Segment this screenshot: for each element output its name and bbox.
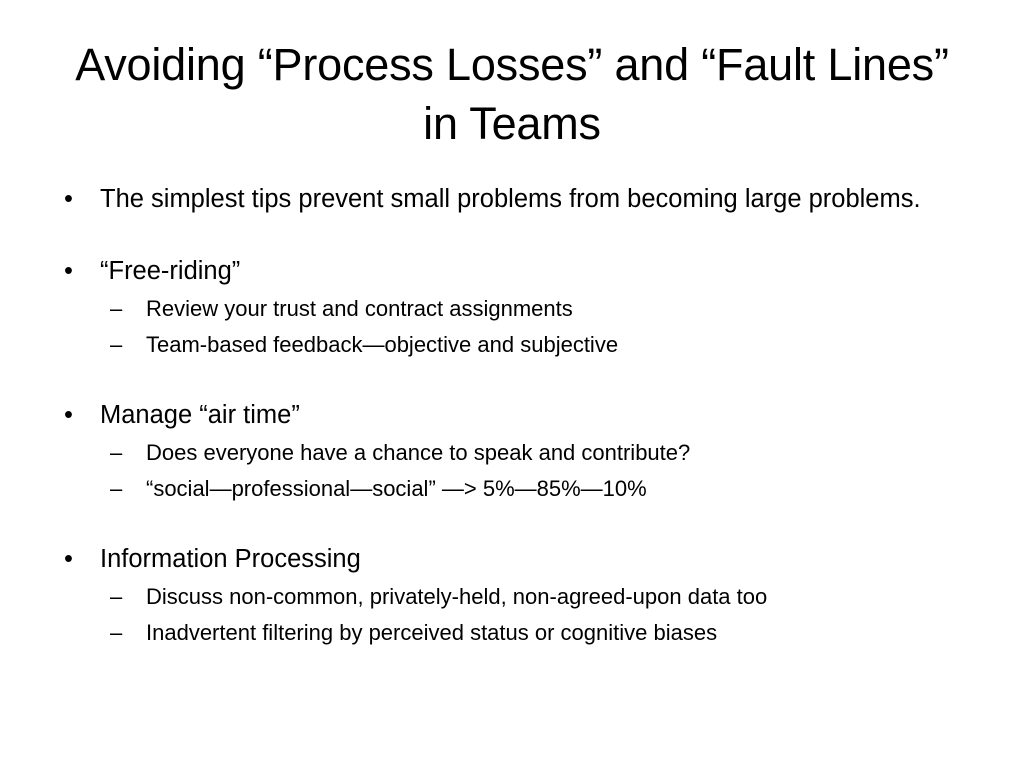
bullet-item: • Manage “air time” <box>58 398 930 432</box>
dash-marker-icon: – <box>110 440 123 465</box>
bullet-marker-icon: • <box>64 401 73 429</box>
sub-bullet-item-text: Team-based feedback—objective and subjec… <box>146 332 619 357</box>
slide-title: Avoiding “Process Losses” and “Fault Lin… <box>75 39 949 149</box>
bullet-item-text: The simplest tips prevent small problems… <box>100 185 921 213</box>
dash-marker-icon: – <box>110 476 123 501</box>
dash-marker-icon: – <box>110 296 123 321</box>
dash-marker-icon: – <box>110 332 123 357</box>
bullet-item-text: Information Processing <box>100 545 361 573</box>
sub-bullet-item-text: Inadvertent filtering by perceived statu… <box>146 620 718 645</box>
bullet-item: • The simplest tips prevent small proble… <box>58 182 930 216</box>
bullet-item: • Information Processing <box>58 542 930 576</box>
sub-bullet-item-text: Discuss non-common, privately-held, non-… <box>146 584 768 609</box>
bullet-group: • Manage “air time” – Does everyone have… <box>58 398 974 504</box>
sub-bullet-item: – Does everyone have a chance to speak a… <box>58 437 974 468</box>
bullet-item-text: “Free-riding” <box>100 257 241 285</box>
sub-bullet-item: – Review your trust and contract assignm… <box>58 293 974 324</box>
sub-bullet-list: – Review your trust and contract assignm… <box>58 293 974 360</box>
bullet-marker-icon: • <box>64 257 73 285</box>
bullet-group: • “Free-riding” – Review your trust and … <box>58 254 974 360</box>
sub-bullet-item: – Discuss non-common, privately-held, no… <box>58 581 974 612</box>
bullet-group: • Information Processing – Discuss non-c… <box>58 542 974 648</box>
bullet-marker-icon: • <box>64 545 73 573</box>
bullet-group: • The simplest tips prevent small proble… <box>58 182 974 216</box>
bullet-item-text: Manage “air time” <box>100 401 300 429</box>
slide-body: • The simplest tips prevent small proble… <box>58 182 974 648</box>
sub-bullet-item-text: Does everyone have a chance to speak and… <box>146 440 691 465</box>
sub-bullet-item: – “social—professional—social” —> 5%—85%… <box>58 473 974 504</box>
sub-bullet-list: – Does everyone have a chance to speak a… <box>58 437 974 504</box>
sub-bullet-item: – Inadvertent filtering by perceived sta… <box>58 617 974 648</box>
sub-bullet-item-text: “social—professional—social” —> 5%—85%—1… <box>146 476 647 501</box>
sub-bullet-item: – Team-based feedback—objective and subj… <box>58 329 974 360</box>
bullet-item: • “Free-riding” <box>58 254 930 288</box>
dash-marker-icon: – <box>110 584 123 609</box>
sub-bullet-item-text: Review your trust and contract assignmen… <box>146 296 573 321</box>
bullet-marker-icon: • <box>64 185 73 213</box>
sub-bullet-list: – Discuss non-common, privately-held, no… <box>58 581 974 648</box>
dash-marker-icon: – <box>110 620 123 645</box>
